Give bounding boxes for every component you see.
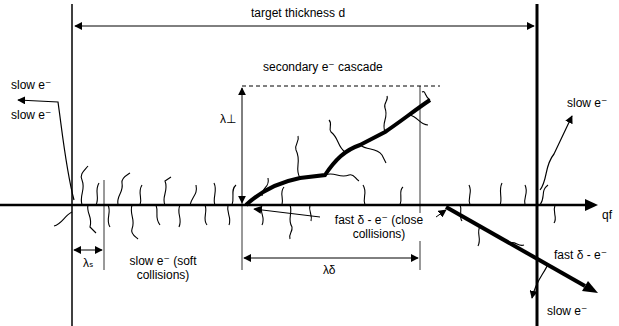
track-stroke [478,226,480,246]
fast-delta-tracks [246,100,598,293]
track-stroke [190,185,196,205]
track-stroke [436,210,446,217]
track-stroke [228,205,230,225]
track-stroke [96,183,99,205]
process-label: fast δ - e⁻ (close collisions) [322,213,436,241]
track-stroke [242,86,440,87]
track-stroke [156,205,160,225]
electron-label: slow e⁻ [566,96,608,110]
dimension-label: target thickness d [250,6,346,20]
track-stroke [500,183,502,205]
electron-label: slow e⁻ [10,108,52,122]
track-stroke [214,183,215,205]
track-stroke [282,187,284,205]
track-stroke [363,185,365,205]
track-stroke [582,281,598,293]
track-stroke [179,205,181,227]
track-stroke [54,212,72,226]
track-stroke [585,199,598,211]
track-stroke [460,205,462,221]
track-stroke [360,145,386,163]
track-stroke [81,166,88,205]
track-stroke [244,258,418,259]
track-stroke [74,250,102,251]
target-walls [72,4,537,326]
length-symbol: λδ [322,263,337,277]
track-stroke [329,120,345,152]
projectile-beam [0,199,598,211]
secondary-electron-squiggles [54,92,555,246]
track-stroke [310,205,312,221]
process-label: slow e⁻ (soft collisions) [112,254,214,282]
track-stroke [140,185,142,205]
track-stroke [242,88,243,203]
track-stroke [540,116,572,190]
track-stroke [88,205,96,233]
track-stroke [510,243,524,246]
track-stroke [262,178,268,196]
track-stroke [540,185,548,205]
region-label: secondary e⁻ cascade [262,60,384,74]
track-stroke [108,205,110,227]
track-stroke [246,100,430,205]
track-stroke [420,86,421,270]
track-stroke [232,185,236,205]
track-stroke [242,203,243,270]
track-stroke [296,136,300,178]
track-stroke [410,115,428,125]
electron-label: slow e⁻ [10,78,52,92]
track-stroke [75,26,534,27]
track-stroke [164,177,171,205]
slow-electron-arrows [18,100,572,298]
track-stroke [469,185,470,205]
track-stroke [118,173,130,205]
track-stroke [554,205,555,223]
electron-label: fast δ - e⁻ [553,248,608,262]
track-stroke [446,207,585,286]
track-stroke [384,96,388,132]
length-symbol: λ⊥ [219,112,237,126]
track-stroke [400,187,403,205]
electron-label: slow e⁻ [546,304,588,318]
track-stroke [536,4,539,326]
track-stroke [261,205,263,225]
track-stroke [422,92,430,100]
track-stroke [205,205,207,225]
charge-label: qf [601,208,613,222]
track-stroke [131,205,138,239]
track-stroke [71,4,73,326]
track-stroke [290,205,293,239]
track-stroke [532,264,548,298]
length-symbol: λₛ [82,256,94,270]
track-stroke [325,174,359,181]
track-stroke [104,180,105,270]
dimension-lines [74,26,534,270]
track-stroke [525,185,527,205]
